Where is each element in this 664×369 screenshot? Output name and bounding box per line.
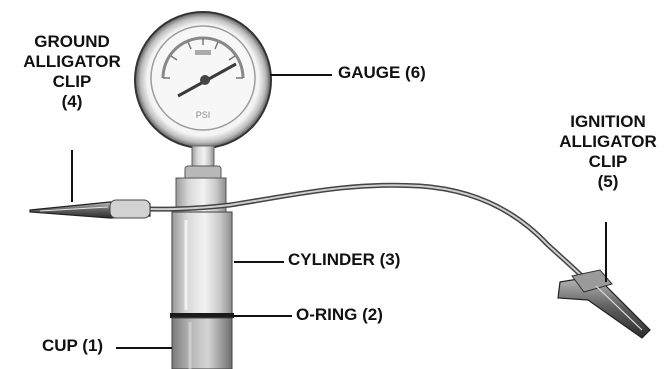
ground-clip-label-line3: CLIP	[12, 72, 132, 92]
o-ring-leader-line	[234, 315, 292, 317]
ground-clip-part	[30, 200, 150, 218]
ground-clip-label: GROUND ALLIGATOR CLIP (4)	[12, 32, 132, 112]
gauge-leader-line	[270, 74, 332, 76]
ground-clip-label-number: (4)	[12, 92, 132, 112]
ignition-clip-label-line1: IGNITION	[552, 112, 664, 132]
cylinder-label: CYLINDER (3)	[288, 250, 400, 270]
ground-clip-leader-line	[71, 150, 73, 202]
ground-clip-label-line2: ALLIGATOR	[12, 52, 132, 72]
cup-label: CUP (1)	[42, 336, 103, 356]
ignition-clip-label-line2: ALLIGATOR	[552, 132, 664, 152]
ignition-clip-label: IGNITION ALLIGATOR CLIP (5)	[552, 112, 664, 192]
ignition-clip-label-line3: CLIP	[552, 152, 664, 172]
gauge-part: PSI	[135, 12, 271, 182]
cup-leader-line	[116, 347, 172, 349]
ignition-clip-leader-line	[605, 222, 607, 282]
gauge-label: GAUGE (6)	[338, 63, 426, 83]
cylinder-leader-line	[234, 261, 284, 263]
svg-text:PSI: PSI	[196, 110, 211, 120]
ignition-clip-part	[558, 270, 650, 338]
ignition-clip-label-number: (5)	[552, 172, 664, 192]
ground-clip-label-line1: GROUND	[12, 32, 132, 52]
o-ring-label: O-RING (2)	[296, 305, 383, 325]
